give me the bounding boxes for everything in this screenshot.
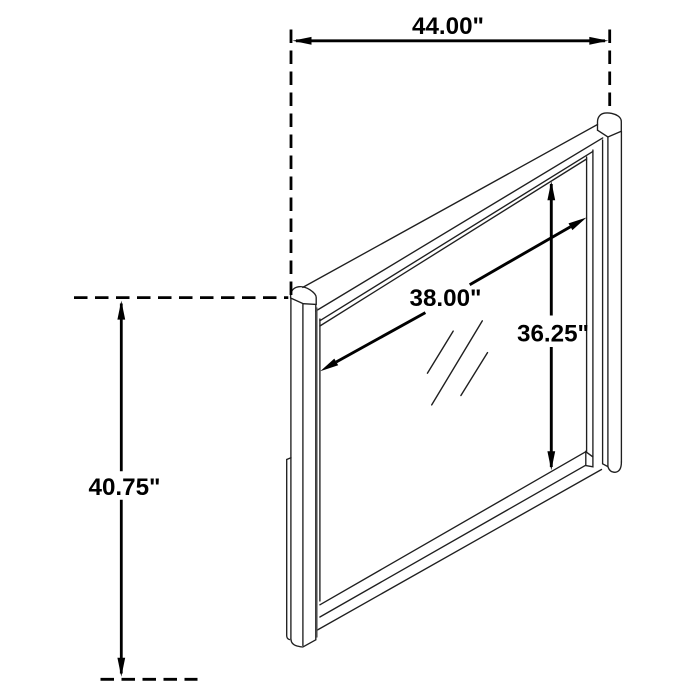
svg-text:38.00": 38.00" [410,285,482,312]
svg-text:40.75": 40.75" [89,474,161,501]
svg-text:36.25": 36.25" [517,320,589,347]
svg-text:44.00": 44.00" [412,13,484,40]
